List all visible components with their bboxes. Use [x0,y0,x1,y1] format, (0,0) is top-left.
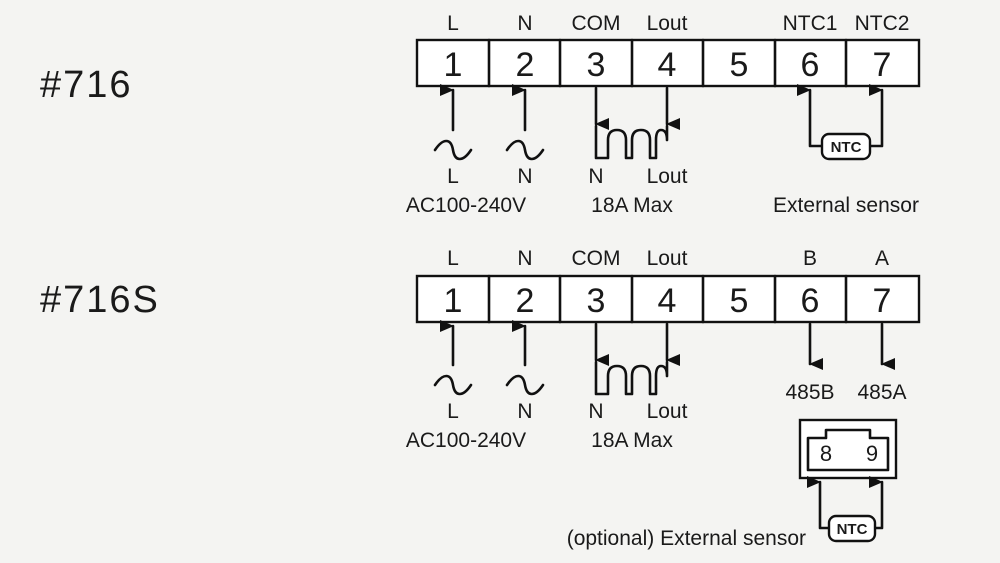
terminal-3: 3 [587,46,606,84]
connector-pin-9: 9 [866,441,878,466]
power-label-l: L [447,400,459,423]
ac-source-icon [433,139,473,161]
terminal-block-716: 1 2 3 4 5 6 7 [415,38,921,88]
model-label-716s: #716S [40,279,160,321]
sensor-connector: 8 9 [798,418,898,480]
load-label-n: N [588,400,603,423]
header-com: COM [572,247,621,270]
sensor-caption: External sensor [773,194,919,217]
power-label-n: N [517,165,532,188]
header-lout: Lout [647,12,688,35]
load-label-lout: Lout [647,400,688,423]
diagram-716s: #716S L N COM Lout B A 1 2 3 4 5 6 7 [40,247,921,550]
header-l: L [447,12,459,35]
heater-coil-icon [594,124,669,160]
connector-socket [806,428,890,472]
terminal-6: 6 [801,282,820,320]
terminal-3: 3 [587,282,606,320]
power-label-l: L [447,165,459,188]
load-label-n: N [588,165,603,188]
ac-source-icon [505,139,545,161]
ac-source-icon [433,374,473,396]
arrow-up-ntc1 [797,84,824,148]
terminal-7: 7 [873,46,892,84]
header-l: L [447,247,459,270]
terminal-7: 7 [873,282,892,320]
sensor-caption: (optional) External sensor [567,527,806,550]
load-rating: 18A Max [591,429,673,452]
terminal-5: 5 [730,282,749,320]
load-rating: 18A Max [591,194,673,217]
rs485-a-label: 485A [857,381,906,404]
terminal-block-frame [415,38,921,88]
terminal-1: 1 [444,282,463,320]
terminal-4: 4 [658,46,677,84]
diagram-716: #716 L N COM Lout NTC1 NTC2 1 2 3 4 5 6 … [40,12,921,217]
header-b: B [803,247,817,270]
ntc-sensor-label: NTC [837,521,868,538]
header-lout: Lout [647,247,688,270]
terminal-2: 2 [516,282,535,320]
arrow-up-pin-8 [807,476,831,530]
arrow-up-ntc2 [868,84,884,148]
rs485-b-label: 485B [785,381,834,404]
terminal-block-frame [415,274,921,324]
voltage-label: AC100-240V [406,194,526,217]
power-label-n: N [517,400,532,423]
ntc-sensor-label: NTC [831,139,862,156]
terminal-6: 6 [801,46,820,84]
header-n: N [517,12,532,35]
ntc-sensor-icon [820,132,872,161]
ntc-sensor-icon [827,514,877,543]
header-n: N [517,247,532,270]
header-com: COM [572,12,621,35]
terminal-1: 1 [444,46,463,84]
heater-coil-icon [594,360,669,396]
connector-pin-8: 8 [820,441,832,466]
model-label-716: #716 [40,64,133,106]
header-ntc1: NTC1 [783,12,838,35]
header-ntc2: NTC2 [855,12,910,35]
arrow-up-pin-9 [869,476,884,530]
load-label-lout: Lout [647,165,688,188]
terminal-2: 2 [516,46,535,84]
header-a: A [875,247,889,270]
ac-source-icon [505,374,545,396]
terminal-block-716s: 1 2 3 4 5 6 7 [415,274,921,324]
terminal-4: 4 [658,282,677,320]
terminal-5: 5 [730,46,749,84]
voltage-label: AC100-240V [406,429,526,452]
